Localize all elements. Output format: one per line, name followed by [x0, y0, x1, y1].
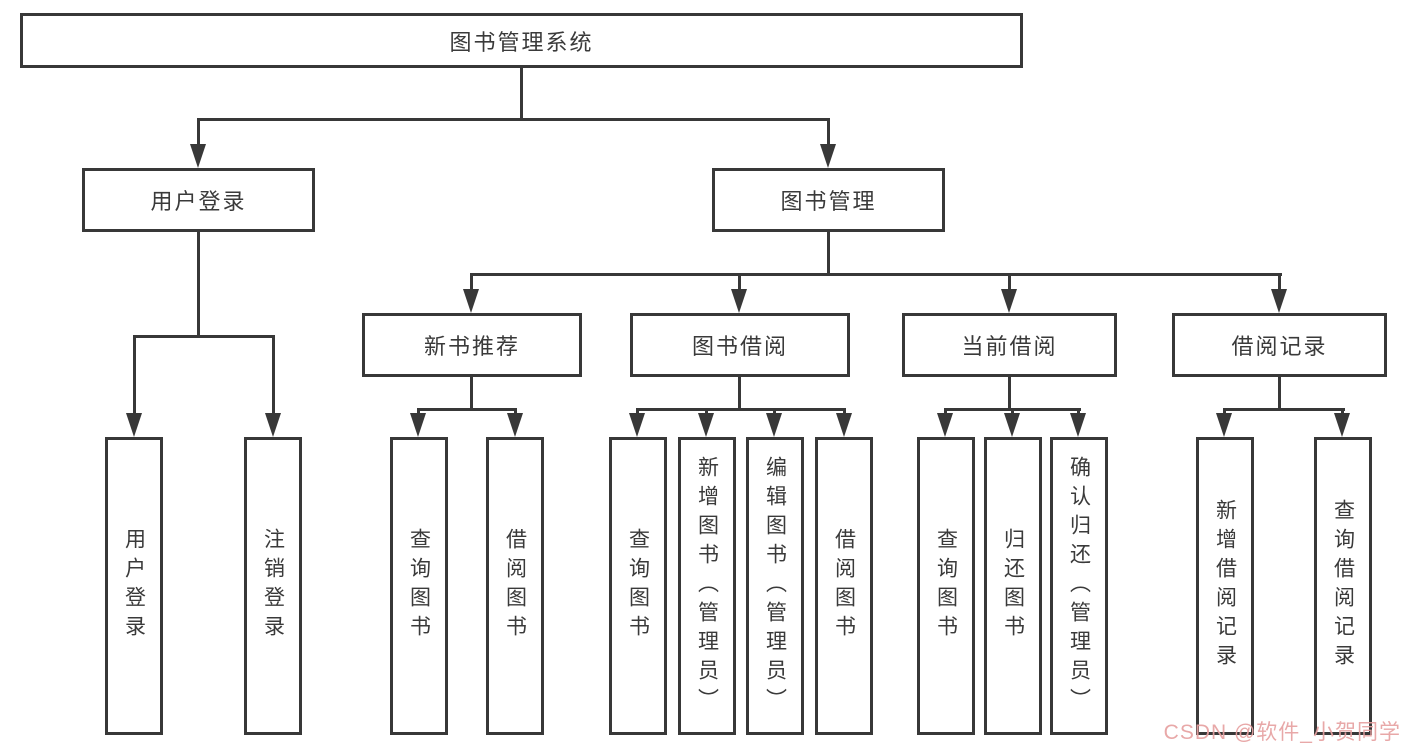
connector-line — [470, 273, 1282, 276]
leaf-query-book-recommend: 查询图书 — [390, 437, 448, 735]
leaf-query-borrow-record: 查询借阅记录 — [1314, 437, 1372, 735]
connector-line — [827, 118, 830, 148]
arrowhead-down-icon — [820, 144, 836, 168]
connector-line — [827, 232, 830, 276]
leaf-edit-book-admin: 编辑图书（管理员） — [746, 437, 804, 735]
leaf-query-book-current: 查询图书 — [917, 437, 975, 735]
node-current-borrow: 当前借阅 — [902, 313, 1117, 377]
leaf-borrow-book: 借阅图书 — [815, 437, 873, 735]
connector-line — [636, 408, 846, 411]
arrowhead-down-icon — [190, 144, 206, 168]
leaf-return-book: 归还图书 — [984, 437, 1042, 735]
connector-line — [1278, 273, 1281, 293]
connector-line — [197, 118, 200, 148]
leaf-confirm-return-admin: 确认归还（管理员） — [1050, 437, 1108, 735]
node-borrow-record: 借阅记录 — [1172, 313, 1387, 377]
arrowhead-down-icon — [1334, 413, 1350, 437]
connector-line — [1278, 377, 1281, 411]
arrowhead-down-icon — [731, 289, 747, 313]
connector-line — [738, 377, 741, 411]
connector-line — [520, 68, 523, 121]
leaf-user-login: 用户登录 — [105, 437, 163, 735]
leaf-logout: 注销登录 — [244, 437, 302, 735]
arrowhead-down-icon — [1004, 413, 1020, 437]
arrowhead-down-icon — [507, 413, 523, 437]
node-root: 图书管理系统 — [20, 13, 1023, 68]
arrowhead-down-icon — [1001, 289, 1017, 313]
arrowhead-down-icon — [629, 413, 645, 437]
connector-line — [1008, 377, 1011, 411]
connector-line — [738, 273, 741, 293]
arrowhead-down-icon — [937, 413, 953, 437]
arrowhead-down-icon — [410, 413, 426, 437]
arrowhead-down-icon — [698, 413, 714, 437]
connector-line — [197, 232, 200, 338]
node-book-borrow: 图书借阅 — [630, 313, 850, 377]
arrowhead-down-icon — [766, 413, 782, 437]
connector-line — [1008, 273, 1011, 293]
connector-line — [133, 335, 275, 338]
arrowhead-down-icon — [1271, 289, 1287, 313]
leaf-borrow-book-recommend: 借阅图书 — [486, 437, 544, 735]
connector-line — [1223, 408, 1345, 411]
connector-line — [470, 273, 473, 293]
connector-line — [197, 118, 830, 121]
connector-line — [470, 377, 473, 411]
leaf-add-borrow-record: 新增借阅记录 — [1196, 437, 1254, 735]
connector-line — [417, 408, 517, 411]
connector-line — [272, 335, 275, 417]
arrowhead-down-icon — [836, 413, 852, 437]
leaf-add-book-admin: 新增图书（管理员） — [678, 437, 736, 735]
node-user-login-branch: 用户登录 — [82, 168, 315, 232]
arrowhead-down-icon — [1216, 413, 1232, 437]
arrowhead-down-icon — [1070, 413, 1086, 437]
arrowhead-down-icon — [463, 289, 479, 313]
node-new-book-recommend: 新书推荐 — [362, 313, 582, 377]
node-book-management-branch: 图书管理 — [712, 168, 945, 232]
arrowhead-down-icon — [265, 413, 281, 437]
arrowhead-down-icon — [126, 413, 142, 437]
connector-line — [133, 335, 136, 417]
leaf-query-book-borrow: 查询图书 — [609, 437, 667, 735]
